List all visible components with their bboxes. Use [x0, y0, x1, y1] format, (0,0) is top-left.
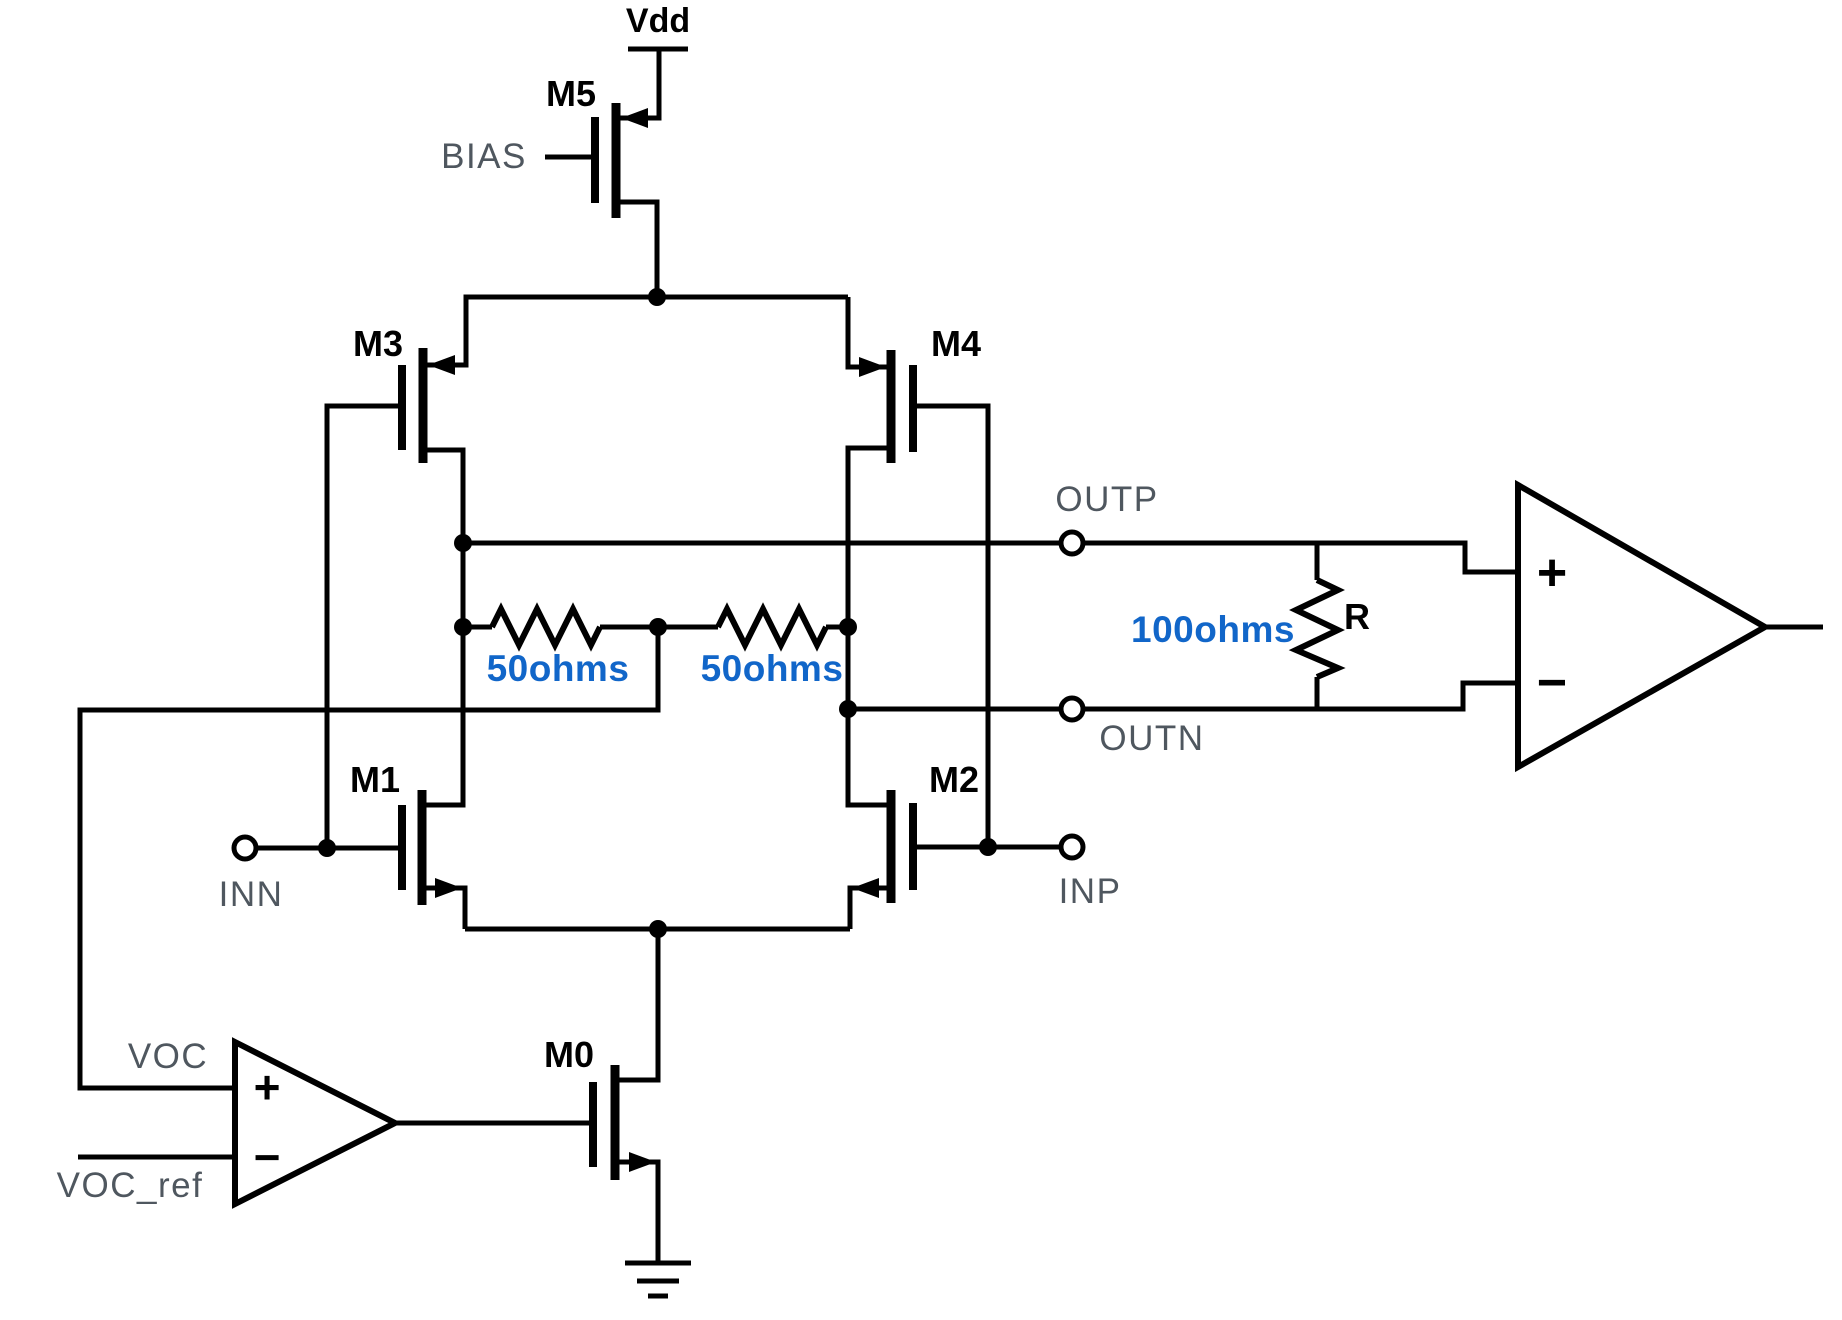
- junction-outp-left: [454, 534, 472, 552]
- cmfb-opamp-triangle: [232, 1037, 402, 1209]
- output-opamp-minus: −: [1537, 654, 1567, 712]
- load-resistor-zigzag: [1288, 577, 1346, 680]
- output-opamp-triangle: [1515, 479, 1772, 773]
- junction-sense-right: [839, 618, 857, 636]
- transistor-m4: [859, 350, 917, 463]
- transistor-m0: [589, 1065, 656, 1180]
- resistor-right-zigzag: [715, 602, 829, 652]
- m5-drain-wire: [616, 199, 660, 297]
- m5-source-wire: [616, 49, 662, 121]
- cmfb-opamp-plus: +: [254, 1061, 281, 1113]
- terminal-outn: [1058, 695, 1086, 723]
- load-resistor-value: 100ohms: [1131, 609, 1295, 650]
- m5-label: M5: [546, 73, 596, 114]
- junction-dots: [318, 288, 997, 938]
- output-opamp: + −: [1515, 479, 1772, 773]
- m2-label: M2: [929, 759, 979, 800]
- resistor-left-value: 50ohms: [487, 648, 630, 689]
- outn-rail: [848, 680, 1518, 712]
- junction-m5-drain: [648, 288, 666, 306]
- voc-ref-label: VOC_ref: [57, 1166, 204, 1205]
- m1-source-arrow-icon: [435, 878, 462, 898]
- junction-outn-right: [839, 700, 857, 718]
- m3-gate-net: [324, 403, 398, 848]
- terminal-inn: [231, 834, 259, 862]
- labels: Vdd M5 BIAS M3 M4 OUTP OUTN 50ohms 50ohm…: [57, 2, 1370, 1205]
- outn-label: OUTN: [1099, 719, 1204, 758]
- m4-label: M4: [931, 323, 981, 364]
- m1-label: M1: [350, 759, 400, 800]
- m3-label: M3: [353, 323, 403, 364]
- top-rail-left: [423, 294, 848, 368]
- m3-source-arrow-icon: [428, 355, 455, 375]
- m0-drain-wire: [615, 929, 661, 1083]
- inn-label: INN: [219, 875, 284, 914]
- outp-label: OUTP: [1055, 480, 1158, 519]
- terminal-outp: [1058, 529, 1086, 557]
- terminal-inp: [1058, 833, 1086, 861]
- m0-source-arrow-icon: [629, 1152, 656, 1172]
- junction-voc-midpoint: [649, 618, 667, 636]
- m4-gate-net: [917, 403, 991, 847]
- resistor-left: [489, 602, 603, 652]
- transistor-m3: [398, 348, 455, 463]
- m2-source-arrow-icon: [852, 878, 879, 898]
- m0-source-wire: [615, 1159, 661, 1263]
- outp-rail: [463, 540, 1518, 575]
- junction-tail: [649, 920, 667, 938]
- vdd-label: Vdd: [626, 2, 690, 40]
- load-resistor: [1288, 545, 1346, 709]
- inp-label: INP: [1059, 872, 1122, 911]
- top-rail-right: [845, 297, 891, 370]
- load-resistor-ref: R: [1344, 596, 1370, 637]
- transistor-m2: [852, 790, 917, 903]
- resistor-right: [715, 602, 829, 652]
- transistor-m5: [591, 103, 648, 218]
- bias-label: BIAS: [441, 137, 527, 176]
- cmfb-opamp: + −: [232, 1037, 402, 1209]
- m0-label: M0: [544, 1034, 594, 1075]
- output-opamp-plus: +: [1537, 544, 1567, 602]
- junction-sense-left: [454, 618, 472, 636]
- m5-source-arrow-icon: [621, 108, 648, 128]
- voc-label: VOC: [128, 1037, 208, 1076]
- transistor-m1: [398, 790, 462, 905]
- resistor-right-value: 50ohms: [701, 648, 844, 689]
- voc-feedback-wire: [77, 627, 661, 1091]
- m4-source-arrow-icon: [859, 357, 886, 377]
- junction-inn-gate: [318, 839, 336, 857]
- cmfb-opamp-minus: −: [254, 1131, 281, 1183]
- resistor-left-zigzag: [489, 602, 603, 652]
- terminals: [231, 529, 1086, 862]
- junction-inp-gate: [979, 838, 997, 856]
- ground-symbol: [625, 1260, 691, 1299]
